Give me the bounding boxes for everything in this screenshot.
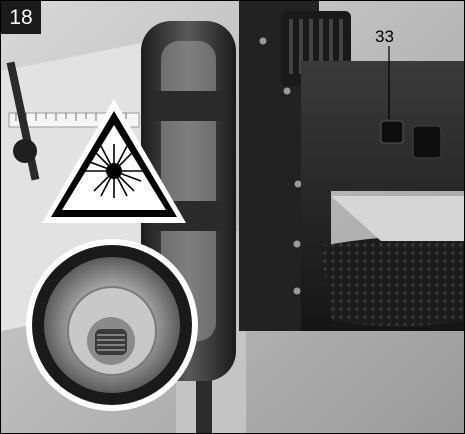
figure-number-badge: 18	[1, 1, 41, 34]
handle-switch	[380, 120, 404, 144]
handle-slot	[412, 125, 442, 159]
laser-warning-triangle-icon	[42, 99, 186, 223]
clamp-knob	[13, 139, 37, 163]
callout-label: 33	[375, 27, 394, 46]
handle-grip	[321, 236, 464, 326]
guard-band-1	[151, 91, 226, 121]
laser-lens-closeup	[26, 239, 198, 411]
